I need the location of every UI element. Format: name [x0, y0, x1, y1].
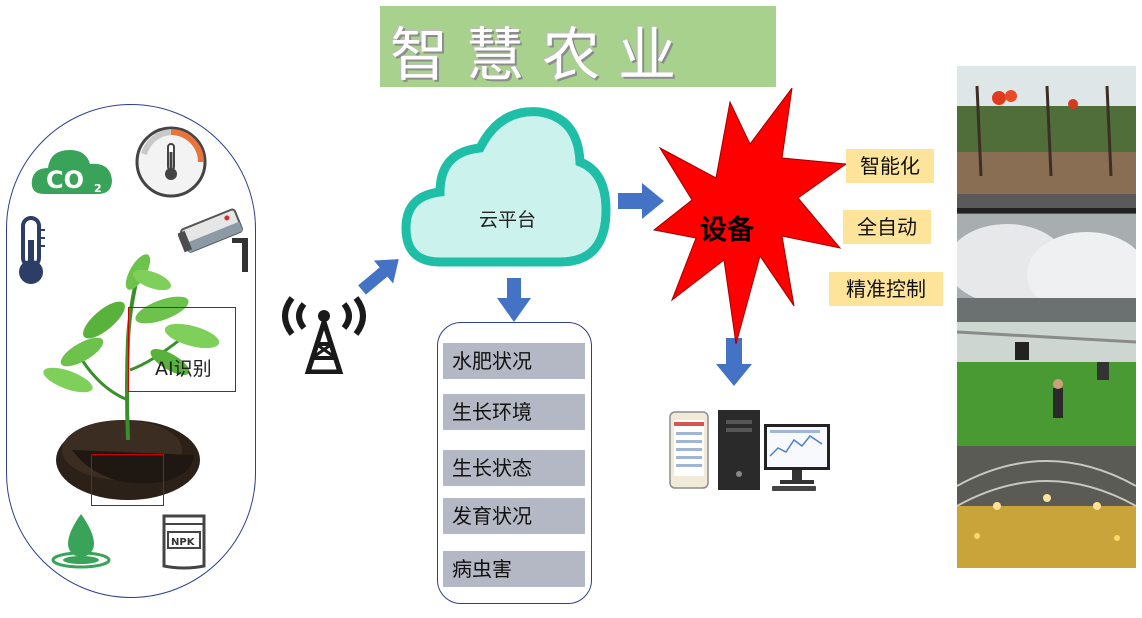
arrow-device-to-terminals	[716, 338, 752, 386]
arrow-tower-to-cloud	[358, 259, 399, 295]
monitor-icon	[764, 424, 830, 491]
list-item-development: 发育状况	[443, 498, 585, 534]
plant-image	[43, 254, 220, 500]
co2-subscript: 2	[94, 182, 102, 195]
gauge-icon	[135, 126, 207, 198]
list-item-growth-environment: 生长环境	[443, 394, 585, 430]
photo-tomato-greenhouse	[957, 66, 1136, 194]
list-item-growth-status: 生长状态	[443, 450, 585, 486]
soil-sensor-box	[91, 454, 164, 506]
pc-tower-icon	[718, 410, 760, 490]
device-label: 设备	[700, 215, 754, 246]
fertilizer-bag-icon: NPK	[162, 514, 206, 570]
co2-text: CO	[46, 166, 84, 194]
ai-recognition-label: AI识别	[155, 358, 212, 380]
phone-icon	[669, 411, 709, 489]
arrow-cloud-to-device	[618, 183, 664, 219]
cloud-platform-icon	[401, 107, 611, 267]
feature-intelligent: 智能化	[846, 149, 934, 183]
cloud-platform-label: 云平台	[479, 209, 537, 231]
list-item-pests: 病虫害	[443, 551, 585, 587]
thermometer-icon	[19, 216, 45, 284]
photo-misting-greenhouse	[957, 194, 1136, 322]
feature-precise-control: 精准控制	[829, 272, 943, 306]
npk-text: NPK	[171, 537, 196, 548]
co2-icon: CO 2	[31, 150, 112, 195]
title-banner	[380, 6, 776, 87]
camera-icon	[178, 208, 248, 272]
sensor-panel	[6, 104, 256, 598]
terminal-devices-image	[669, 410, 830, 491]
list-item-water-fertilizer: 水肥状况	[443, 343, 585, 379]
monitoring-list-panel	[437, 322, 592, 604]
arrow-cloud-to-list	[497, 278, 531, 322]
signal-tower-icon	[282, 296, 366, 374]
page-title: 智慧农业	[390, 21, 695, 89]
photo-greenhouse-worker	[957, 322, 1136, 446]
ai-recognition-box	[128, 307, 236, 392]
feature-automatic: 全自动	[843, 210, 931, 244]
water-drop-icon	[51, 514, 111, 569]
photo-greenhouse-lights	[957, 446, 1136, 568]
